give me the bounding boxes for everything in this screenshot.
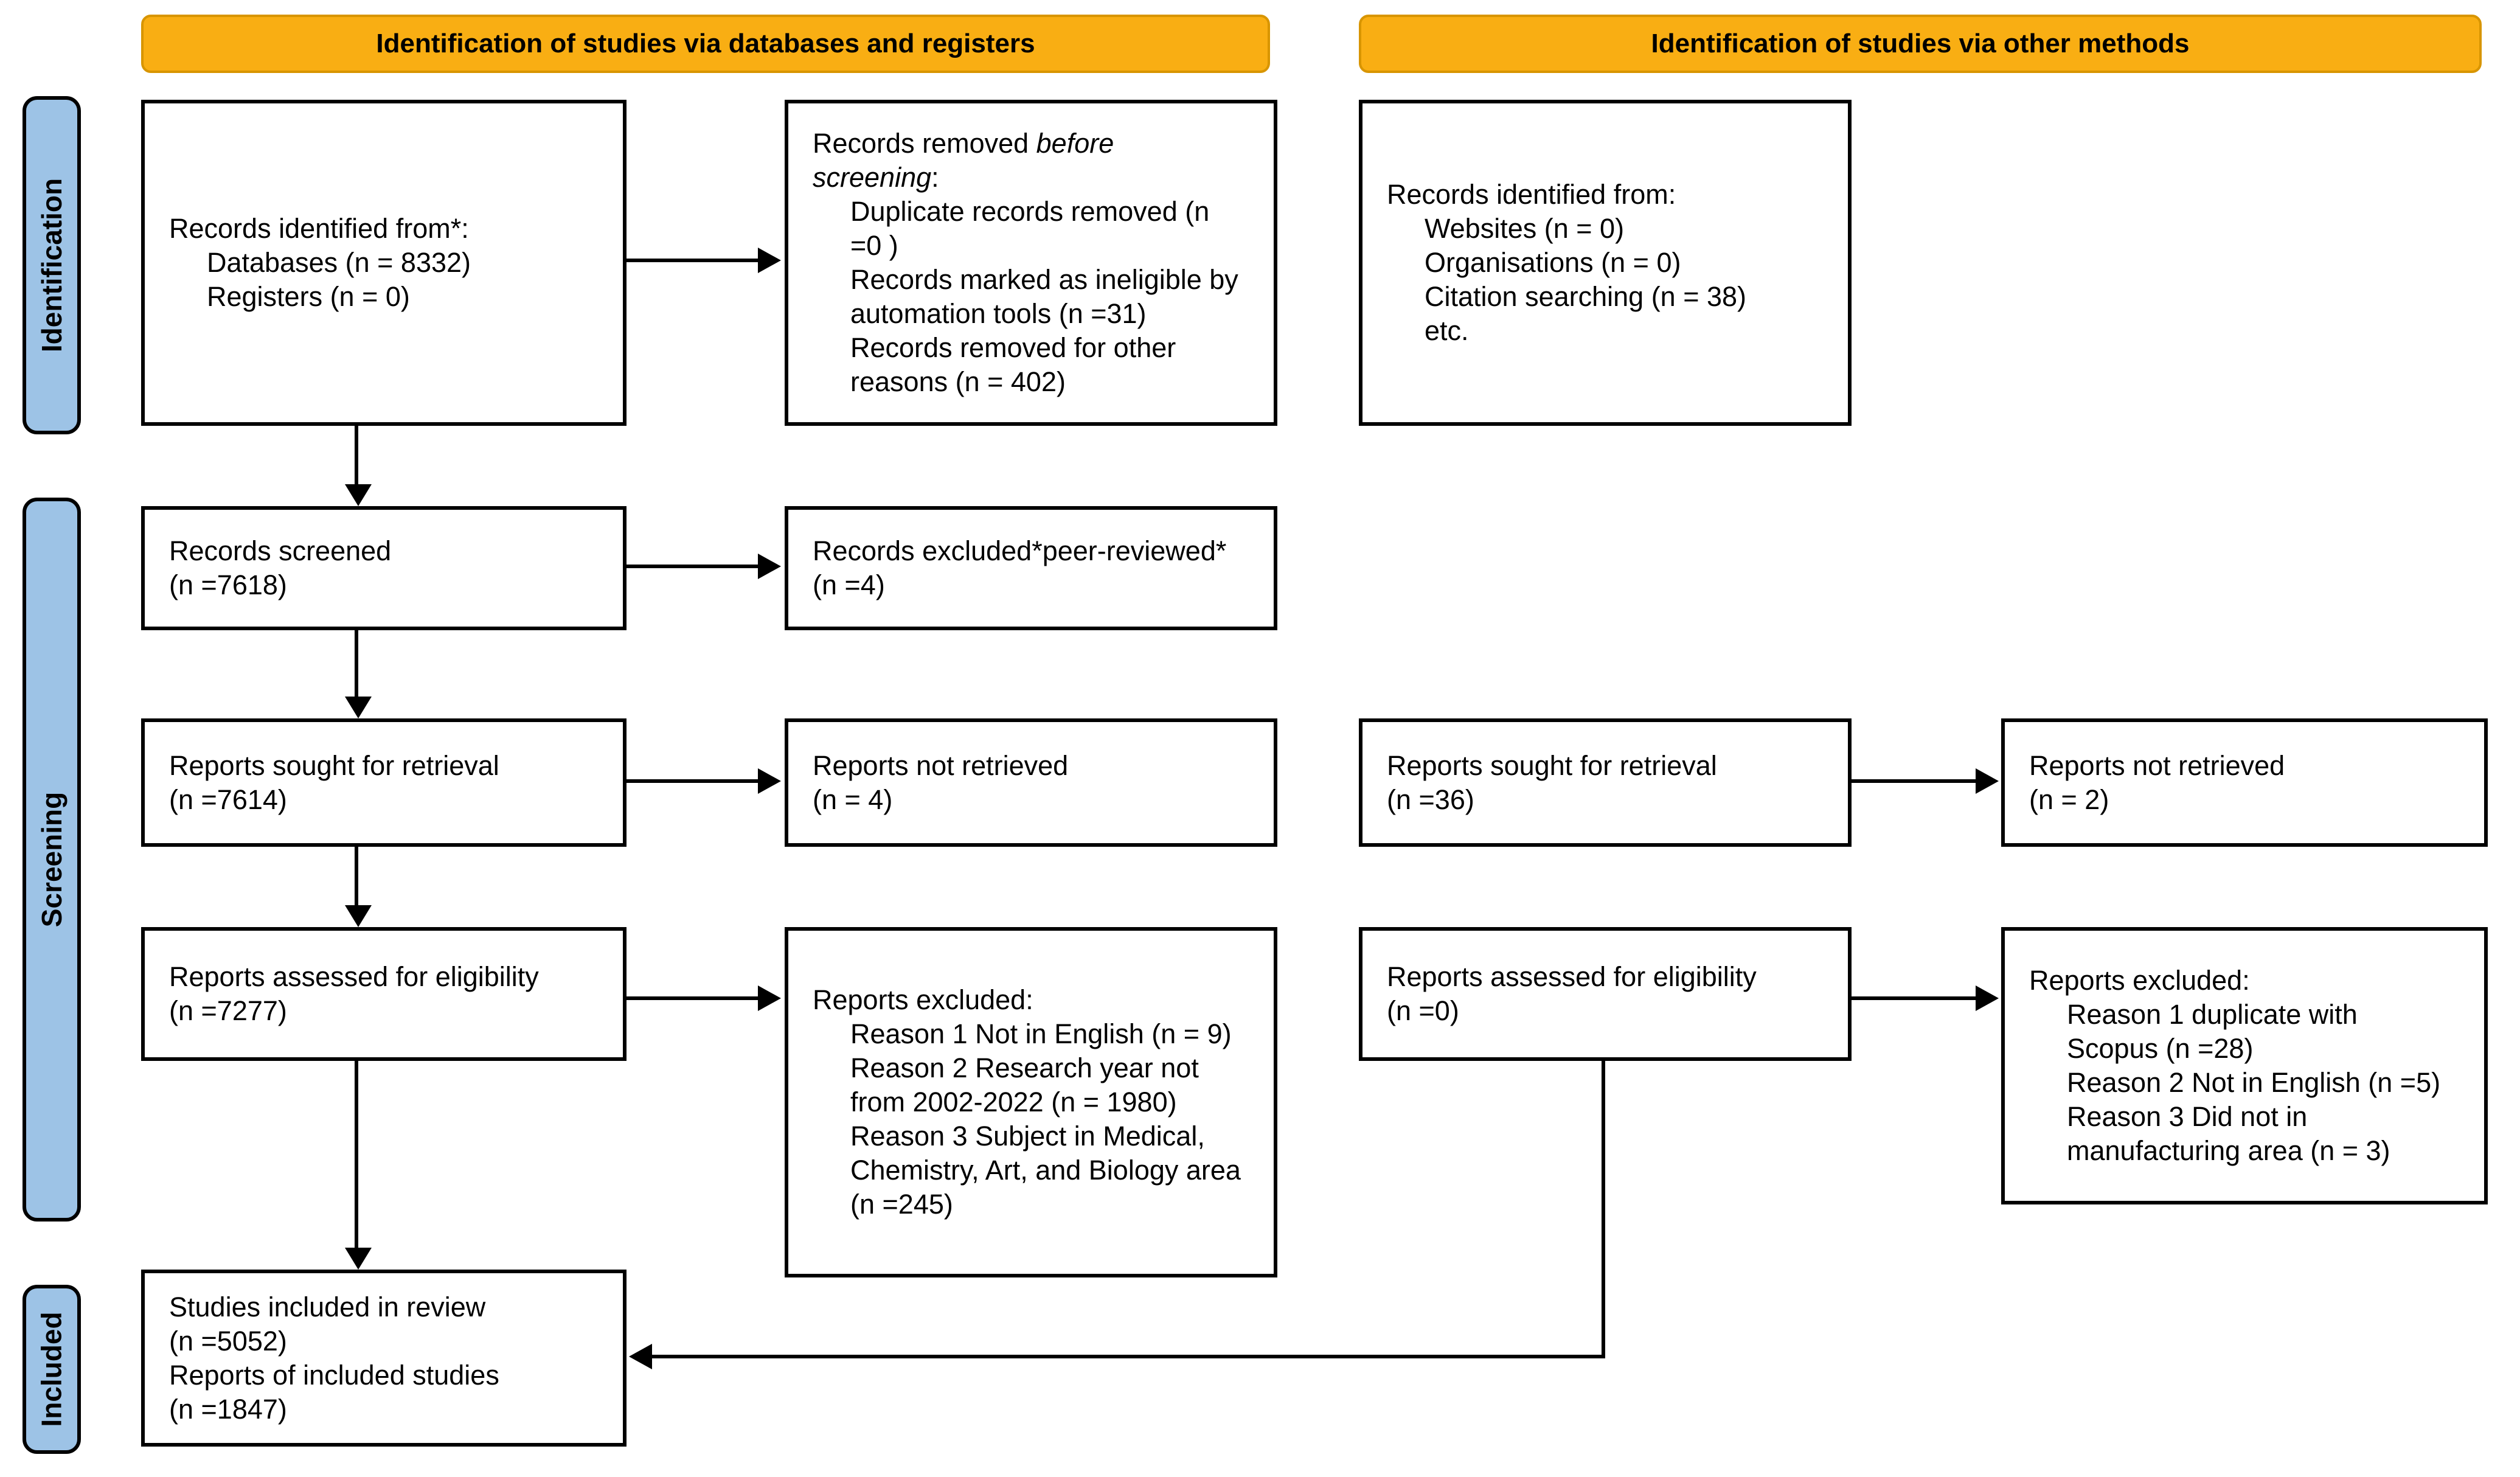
arrow-identified-to-removed	[627, 259, 758, 262]
arrowhead-down-icon	[345, 1248, 372, 1270]
banner-databases-registers-label: Identification of studies via databases …	[376, 29, 1035, 58]
elbow-assessed-other-to-included-segment	[652, 1355, 1605, 1358]
sidebar-stage-included: Included	[23, 1285, 81, 1454]
arrow-assessed-other-to-excluded	[1852, 996, 1976, 1000]
banner-other-methods-label: Identification of studies via other meth…	[1651, 29, 2190, 58]
box-records-identified-databases: Records identified from*:Databases (n = …	[141, 100, 627, 426]
box-reports-excluded-databases: Reports excluded:Reason 1 Not in English…	[785, 927, 1277, 1277]
arrowhead-down-icon	[345, 484, 372, 506]
arrowhead-right-icon	[758, 768, 781, 794]
arrow-sought-to-assessed	[355, 847, 358, 906]
arrow-screened-to-sought	[355, 630, 358, 698]
arrowhead-left-icon	[629, 1344, 652, 1369]
arrowhead-down-icon	[345, 905, 372, 927]
sidebar-stage-identification-label: Identification	[36, 178, 68, 353]
arrowhead-right-icon	[758, 554, 781, 579]
box-records-identified-other-methods: Records identified from:Websites (n = 0)…	[1359, 100, 1852, 426]
box-reports-sought-databases: Reports sought for retrieval(n =7614)	[141, 718, 627, 847]
arrowhead-right-icon	[1976, 985, 1999, 1011]
arrowhead-down-icon	[345, 697, 372, 718]
arrow-identified-to-screened	[355, 426, 358, 485]
box-reports-not-retrieved-other-methods: Reports not retrieved(n = 2)	[2001, 718, 2488, 847]
arrow-sought-other-to-not-retrieved	[1852, 779, 1976, 783]
arrowhead-right-icon	[758, 985, 781, 1011]
box-reports-assessed-databases: Reports assessed for eligibility(n =7277…	[141, 927, 627, 1061]
sidebar-stage-included-label: Included	[36, 1312, 68, 1427]
arrow-assessed-to-excluded	[627, 996, 758, 1000]
banner-other-methods: Identification of studies via other meth…	[1359, 15, 2482, 73]
arrowhead-right-icon	[1976, 768, 1999, 794]
elbow-assessed-other-down-segment	[1602, 1061, 1605, 1358]
box-records-screened: Records screened(n =7618)	[141, 506, 627, 630]
sidebar-stage-screening-label: Screening	[36, 791, 68, 928]
box-reports-excluded-other-methods: Reports excluded:Reason 1 duplicate with…	[2001, 927, 2488, 1204]
arrow-screened-to-excluded	[627, 565, 758, 568]
box-reports-assessed-other-methods: Reports assessed for eligibility(n =0)	[1359, 927, 1852, 1061]
banner-databases-registers: Identification of studies via databases …	[141, 15, 1270, 73]
box-studies-included-in-review: Studies included in review(n =5052)Repor…	[141, 1270, 627, 1447]
box-reports-sought-other-methods: Reports sought for retrieval(n =36)	[1359, 718, 1852, 847]
arrow-sought-to-not-retrieved	[627, 779, 758, 783]
box-records-excluded-peer-reviewed: Records excluded*peer-reviewed*(n =4)	[785, 506, 1277, 630]
sidebar-stage-screening: Screening	[23, 498, 81, 1222]
box-records-removed-before-screening: Records removed before screening:Duplica…	[785, 100, 1277, 426]
arrowhead-right-icon	[758, 248, 781, 273]
arrow-assessed-to-included	[355, 1061, 358, 1250]
box-reports-not-retrieved-databases: Reports not retrieved(n = 4)	[785, 718, 1277, 847]
sidebar-stage-identification: Identification	[23, 96, 81, 434]
